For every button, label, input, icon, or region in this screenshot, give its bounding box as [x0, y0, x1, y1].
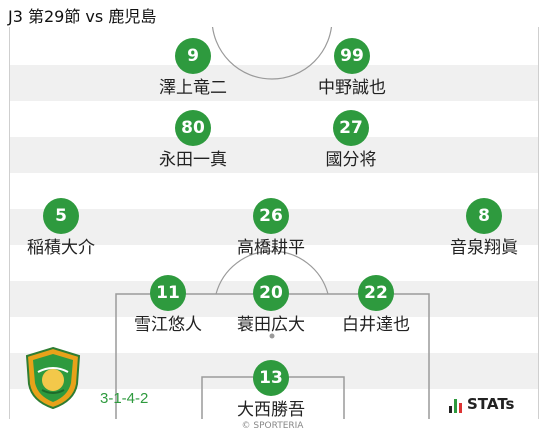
player-number-badge: 5 — [43, 198, 79, 234]
player-number-badge: 8 — [466, 198, 502, 234]
player-number-badge: 9 — [175, 38, 211, 74]
player-card: 22 白井達也 — [321, 275, 431, 335]
center-circle — [211, 27, 333, 80]
player-name: 澤上竜二 — [159, 78, 227, 98]
pitch-stripe — [10, 137, 538, 173]
stats-bars-icon — [449, 399, 462, 413]
player-card: 8 音泉翔眞 — [429, 198, 539, 258]
player-name: 白井達也 — [342, 315, 410, 335]
player-card: 26 高橋耕平 — [216, 198, 326, 258]
player-card: 5 稲積大介 — [6, 198, 116, 258]
player-name: 國分将 — [325, 150, 377, 170]
player-card: 99 中野誠也 — [297, 38, 407, 98]
team-emblem-icon — [25, 346, 81, 410]
player-number-badge: 20 — [253, 275, 289, 311]
penalty-spot — [269, 333, 275, 339]
player-number-badge: 26 — [253, 198, 289, 234]
player-number-badge: 11 — [150, 275, 186, 311]
player-name: 高橋耕平 — [237, 238, 305, 258]
player-card: 13 大西勝吾 — [216, 360, 326, 420]
player-name: 雪江悠人 — [134, 315, 202, 335]
player-number-badge: 27 — [333, 110, 369, 146]
copyright: © SPORTERIA — [241, 421, 304, 431]
player-number-badge: 80 — [175, 110, 211, 146]
player-number-badge: 13 — [253, 360, 289, 396]
player-name: 永田一真 — [159, 150, 227, 170]
match-title: J3 第29節 vs 鹿児島 — [8, 7, 157, 26]
player-number-badge: 99 — [334, 38, 370, 74]
player-name: 稲積大介 — [27, 238, 95, 258]
player-name: 音泉翔眞 — [450, 238, 518, 258]
player-name: 蓑田広大 — [237, 315, 305, 335]
penalty-arc — [215, 250, 329, 295]
player-number-badge: 22 — [358, 275, 394, 311]
player-card: 9 澤上竜二 — [138, 38, 248, 98]
player-card: 27 國分将 — [296, 110, 406, 170]
pitch-stripe — [10, 65, 538, 101]
player-name: 中野誠也 — [318, 78, 386, 98]
player-name: 大西勝吾 — [237, 400, 305, 420]
player-card: 20 蓑田広大 — [216, 275, 326, 335]
formation-label: 3-1-4-2 — [100, 390, 149, 407]
player-card: 80 永田一真 — [138, 110, 248, 170]
stats-logo: STATs — [449, 395, 514, 413]
player-card: 11 雪江悠人 — [113, 275, 223, 335]
stats-brand: STATs — [467, 395, 515, 413]
